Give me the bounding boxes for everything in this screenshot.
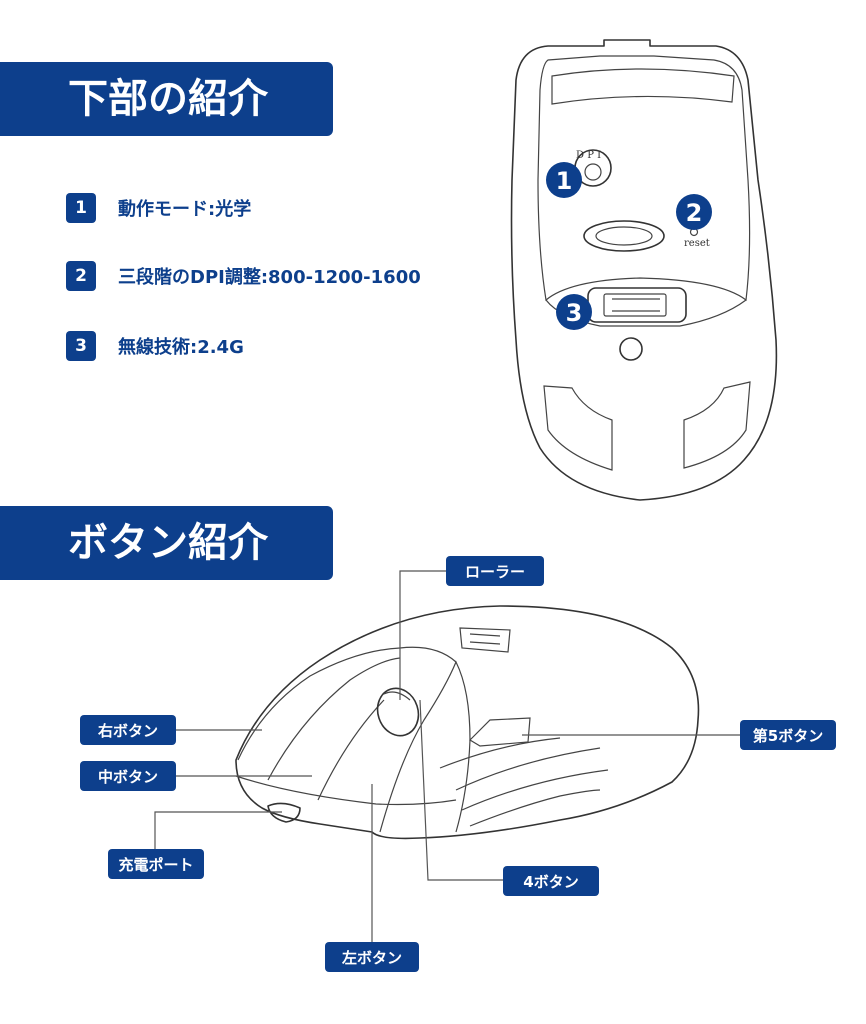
mouse-bottom-drawing: D P I reset 1 2 3 [510,39,778,501]
label-charge-port: 充電ポート [108,849,204,879]
label-roller: ローラー [446,556,544,586]
reset-label: reset [684,238,710,249]
section-title-buttons: ボタン紹介 [0,506,333,580]
section-title-bottom: 下部の紹介 [0,62,333,136]
label-fourth-button: 4ボタン [503,866,599,896]
label-left-button: 左ボタン [325,942,419,972]
badge-1-text: 1 [556,167,573,195]
label-right-button: 右ボタン [80,715,176,745]
badge-1 [546,162,582,198]
section-title-bottom-text: 下部の紹介 [68,76,268,122]
spec-text: 動作モード:光学 [118,199,252,220]
section-title-buttons-text: ボタン紹介 [68,520,268,566]
spec-number-badge: 2 [66,261,96,291]
spec-item: 2 三段階のDPI調整:800-1200-1600 [66,261,421,291]
spec-number-badge: 3 [66,331,96,361]
label-middle-button: 中ボタン [80,761,176,791]
label-fifth-button: 第5ボタン [740,720,836,750]
badge-3 [556,294,592,330]
mouse-side-drawing [235,605,700,840]
badge-2 [676,194,712,230]
badge-3-text: 3 [566,299,583,327]
spec-text: 三段階のDPI調整:800-1200-1600 [118,267,421,288]
spec-item: 3 無線技術:2.4G [66,331,244,361]
spec-text: 無線技術:2.4G [118,337,244,358]
dpi-switch-label: D P I [576,150,601,161]
spec-number-badge: 1 [66,193,96,223]
spec-item: 1 動作モード:光学 [66,193,251,223]
badge-2-text: 2 [686,199,703,227]
callout-lines [154,570,740,942]
